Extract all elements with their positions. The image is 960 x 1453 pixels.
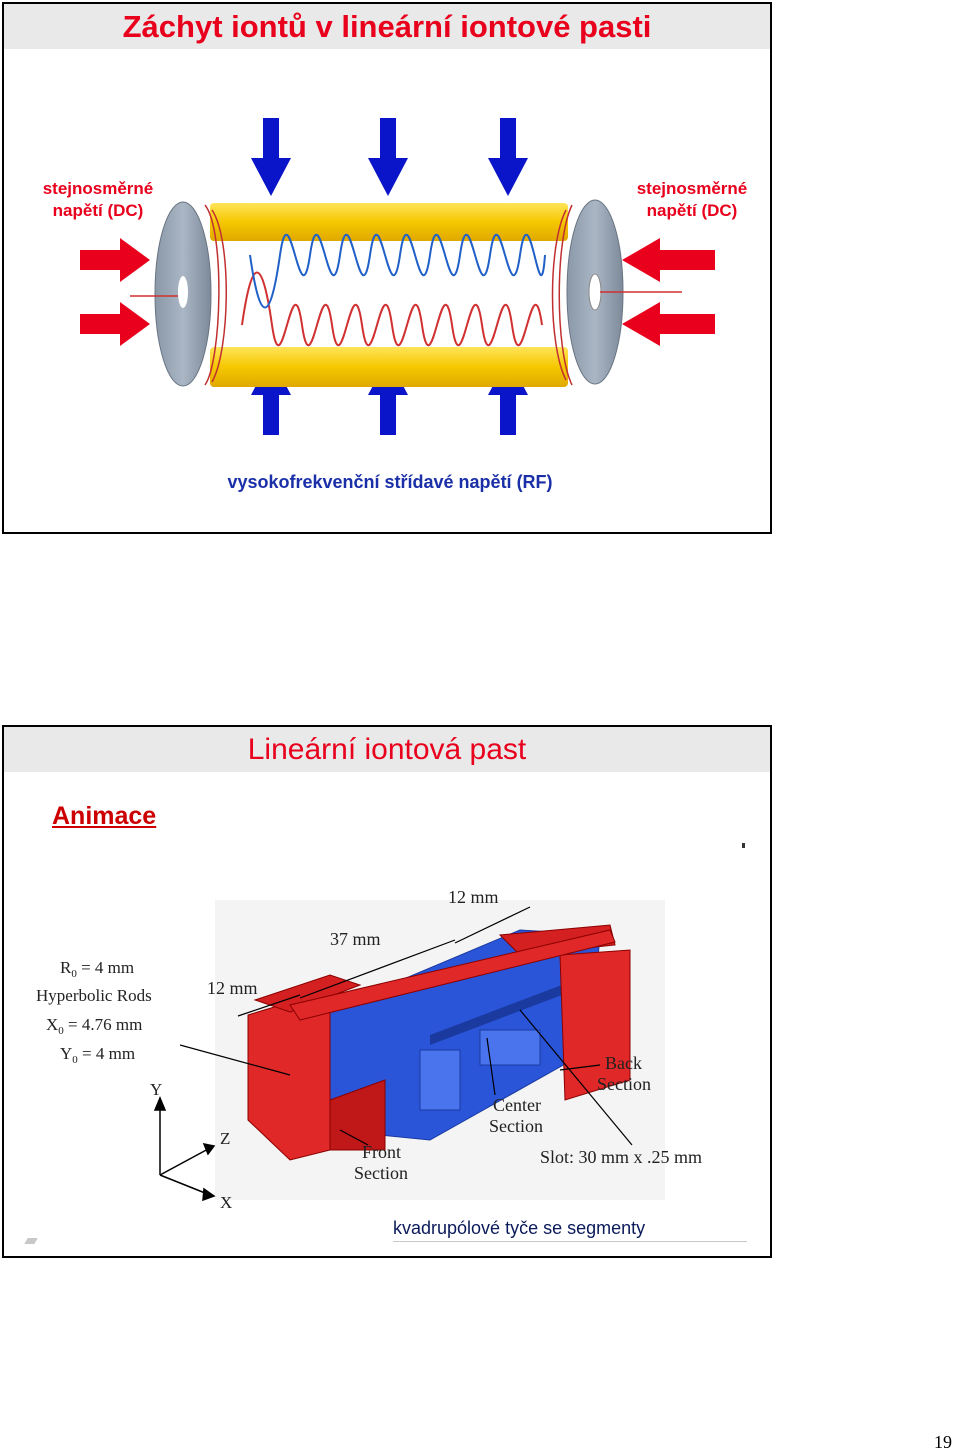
ion-trap-diagram [80, 118, 715, 435]
back-section [559, 949, 631, 1101]
front-top-rod [253, 974, 362, 1013]
dimension-lines [179, 906, 633, 1146]
slide-title-2: Lineární iontová past [4, 727, 770, 772]
label-back-2: Section [597, 1074, 651, 1094]
end-cap-left-hole [178, 276, 188, 308]
end-cap-left-wires [204, 204, 227, 386]
axis-z [159, 1147, 211, 1176]
animation-link[interactable]: Animace [52, 802, 157, 830]
dc-label-left-line2: napětí (DC) [52, 201, 144, 220]
center-window-1 [419, 1049, 461, 1111]
axis-x-head [202, 1187, 216, 1202]
leader-rods [179, 1044, 291, 1076]
dc-arrow-right-1 [622, 238, 715, 282]
dc-label-left: stejnosměrné napětí (DC) [18, 178, 178, 222]
rf-arrow-top-2 [368, 118, 408, 196]
rod-top-long [289, 929, 616, 1021]
param-r0: R0 = 4 mm [60, 958, 134, 980]
dim-12mm-top: 12 mm [448, 887, 499, 907]
rf-arrow-top-3 [488, 118, 528, 196]
dim-37mm: 37 mm [330, 929, 381, 949]
dc-arrow-right-2 [622, 302, 715, 346]
dc-label-right: stejnosměrné napětí (DC) [612, 178, 772, 222]
rf-wave-blue [249, 233, 546, 309]
end-cap-right-wires [551, 204, 573, 386]
param-y0: Y0 = 4 mm [60, 1044, 135, 1066]
rod-top [210, 203, 568, 241]
figure-caption: kvadrupólové tyče se segmenty [393, 1218, 747, 1242]
rf-label: vysokofrekvenční střídavé napětí (RF) [227, 472, 553, 492]
page-number: 19 [934, 1432, 952, 1452]
leader-front [339, 1129, 369, 1146]
dc-arrow-left-1 [80, 238, 150, 282]
label-front-1: Front [362, 1142, 401, 1162]
dim-line-12mm-top [454, 906, 531, 944]
param-rods: Hyperbolic Rods [36, 986, 152, 1005]
label-center-2: Section [489, 1116, 543, 1136]
label-center-1: Center [493, 1095, 541, 1115]
leader-slot [519, 1009, 633, 1146]
label-front-2: Section [354, 1163, 408, 1183]
dc-label-right-line2: napětí (DC) [646, 201, 738, 220]
dc-label-left-line1: stejnosměrné [42, 179, 154, 198]
axis-y-head [153, 1096, 167, 1111]
slide-title: Záchyt iontů v lineární iontové pasti [4, 4, 770, 49]
dc-arrows-left [80, 238, 150, 346]
dim-12mm-left: 12 mm [207, 978, 258, 998]
axis-label-x: X [220, 1193, 232, 1212]
dc-label-right-line1: stejnosměrné [636, 179, 748, 198]
rf-arrows-top [251, 118, 528, 196]
center-slot [430, 980, 575, 1045]
axis-label-y: Y [150, 1080, 162, 1099]
dim-line-12mm-left [237, 994, 301, 1017]
rf-wave-red [241, 271, 543, 347]
leader-center [486, 1037, 496, 1096]
rod-bottom [210, 347, 568, 387]
dc-arrows-right [622, 238, 715, 346]
axis-label-z: Z [220, 1129, 230, 1148]
axis-x [159, 1174, 211, 1196]
rf-arrow-top-1 [251, 118, 291, 196]
center-window-2 [479, 1029, 541, 1066]
axes [153, 1096, 216, 1202]
label-back-1: Back [605, 1053, 642, 1073]
axis-z-head [202, 1142, 216, 1156]
decor-mark [742, 843, 745, 848]
dim-line-37mm [299, 939, 456, 999]
dc-arrow-left-2 [80, 302, 150, 346]
leader-back [559, 1064, 601, 1071]
label-slot: Slot: 30 mm x .25 mm [540, 1147, 702, 1167]
param-x0: X0 = 4.76 mm [46, 1015, 142, 1037]
